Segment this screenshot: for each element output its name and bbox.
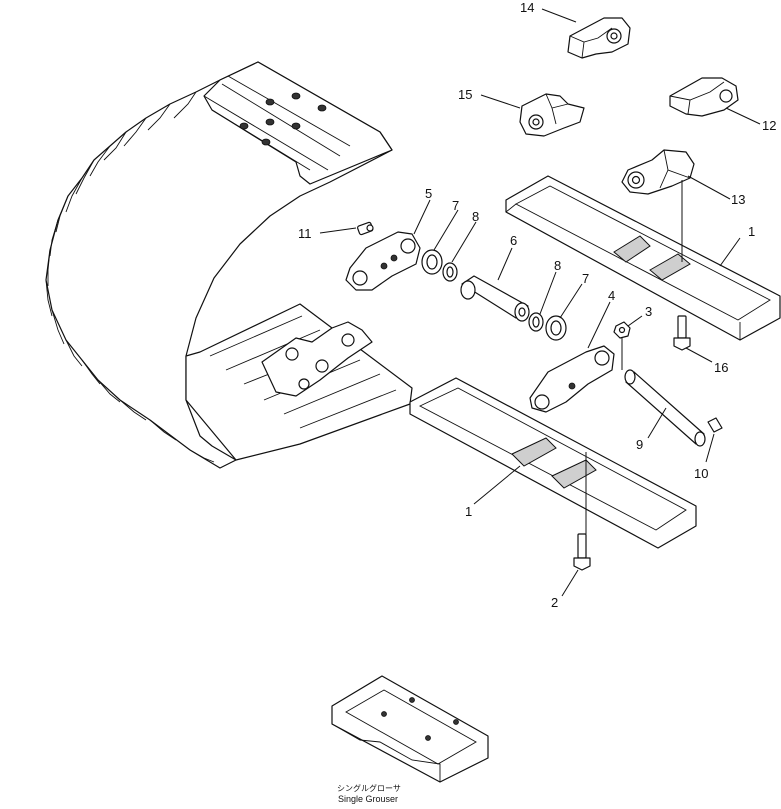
callout-8-lower: 8 (554, 258, 561, 273)
callout-12: 12 (762, 118, 776, 133)
callout-14: 14 (520, 0, 534, 15)
part-16-shoe-bolt (673, 315, 691, 351)
part-8-spacer-upper (442, 262, 458, 282)
part-11-small-bolt (357, 221, 374, 236)
callout-7-lower: 7 (582, 271, 589, 286)
callout-labels: 14 15 12 13 5 7 8 11 6 1 8 7 4 3 16 9 10… (298, 0, 776, 610)
callout-6: 6 (510, 233, 517, 248)
callout-13: 13 (731, 192, 745, 207)
callout-7-upper: 7 (452, 198, 459, 213)
part-13-master-link-half (621, 149, 695, 195)
part-2-shoe-bolt (573, 533, 591, 571)
single-grouser-shoe-illustration (331, 675, 489, 783)
caption-japanese: シングルグローサ (337, 783, 401, 793)
callout-1-upper: 1 (748, 224, 755, 239)
callout-4: 4 (608, 288, 615, 303)
callout-3: 3 (645, 304, 652, 319)
callout-8-upper: 8 (472, 209, 479, 224)
callout-1-lower: 1 (465, 504, 472, 519)
part-14-master-link-half (567, 17, 631, 59)
part-7-seal-lower (545, 315, 567, 341)
callout-10: 10 (694, 466, 708, 481)
part-10-pin-cap (707, 417, 723, 433)
part-1-track-shoe-lower (409, 377, 697, 549)
callout-2: 2 (551, 595, 558, 610)
callout-9: 9 (636, 437, 643, 452)
callout-15: 15 (458, 87, 472, 102)
part-3-nut (613, 321, 631, 339)
track-assembly-illustration (45, 61, 413, 469)
callout-11: 11 (298, 226, 312, 241)
leader-lines (319, 8, 761, 597)
part-1-track-shoe-upper (505, 175, 781, 341)
part-7-seal-upper (421, 249, 443, 275)
part-8-spacer-lower (528, 312, 544, 332)
callout-5: 5 (425, 186, 432, 201)
part-6-bushing (460, 275, 530, 322)
caption-english: Single Grouser (338, 794, 398, 804)
part-4-track-link (529, 345, 615, 413)
part-15-master-link-half (519, 93, 585, 137)
part-9-track-pin (624, 369, 706, 447)
callout-16: 16 (714, 360, 728, 375)
part-12-master-link-half (669, 77, 739, 117)
part-5-track-link (345, 231, 421, 291)
